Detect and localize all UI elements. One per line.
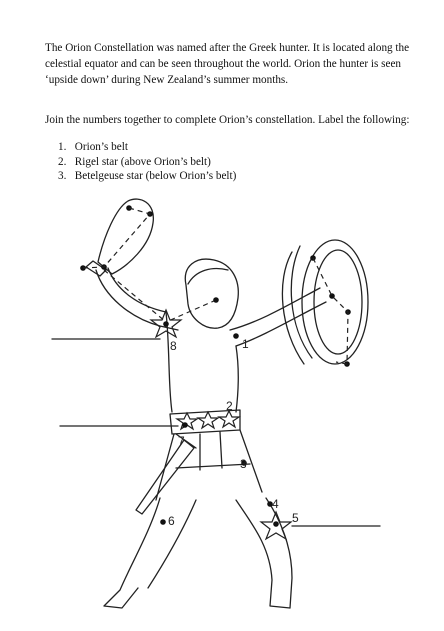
label-number: 2.	[58, 155, 67, 168]
figure-number-7: 7	[178, 434, 185, 448]
sword	[135, 433, 197, 515]
orion-hunter-illustration: 1 2 3 4 5 6 7 8	[51, 198, 381, 609]
label-item: 1. Orion’s belt	[58, 140, 236, 155]
label-text: Betelgeuse star (below Orion’s belt)	[74, 170, 237, 182]
figure-number-5: 5	[292, 511, 299, 525]
club	[80, 198, 154, 277]
figure-number-4: 4	[272, 497, 279, 511]
star-betelgeuse	[149, 308, 183, 339]
label-list: 1. Orion’s belt 2. Rigel star (above Ori…	[58, 140, 236, 184]
figure-numbers: 1 2 3 4 5 6 7 8	[168, 337, 299, 528]
figure-number-8: 8	[170, 339, 177, 353]
star-belt-3	[217, 409, 241, 429]
label-text: Rigel star (above Orion’s belt)	[74, 155, 211, 168]
intro-paragraph: The Orion Constellation was named after …	[45, 42, 410, 86]
figure-number-1: 1	[242, 337, 249, 351]
task-instructions: Join the numbers together to complete Or…	[45, 114, 410, 126]
constellation-stars	[149, 308, 293, 541]
figure-number-3: 3	[240, 457, 247, 471]
figure-number-2: 2	[226, 399, 233, 413]
star-rigel	[259, 510, 293, 541]
label-number: 1.	[58, 141, 67, 153]
label-item: 3. Betelgeuse star (below Orion’s belt)	[58, 169, 236, 184]
label-text: Orion’s belt	[74, 141, 128, 153]
numbered-points	[160, 297, 279, 527]
shield	[281, 239, 369, 367]
star-belt-2	[196, 410, 220, 430]
label-item: 2. Rigel star (above Orion’s belt)	[58, 155, 236, 170]
reference-lines	[51, 338, 381, 527]
constellation-guides	[82, 207, 349, 365]
label-number: 3.	[58, 170, 67, 182]
hunter-body	[95, 258, 327, 609]
figure-number-6: 6	[168, 514, 175, 528]
